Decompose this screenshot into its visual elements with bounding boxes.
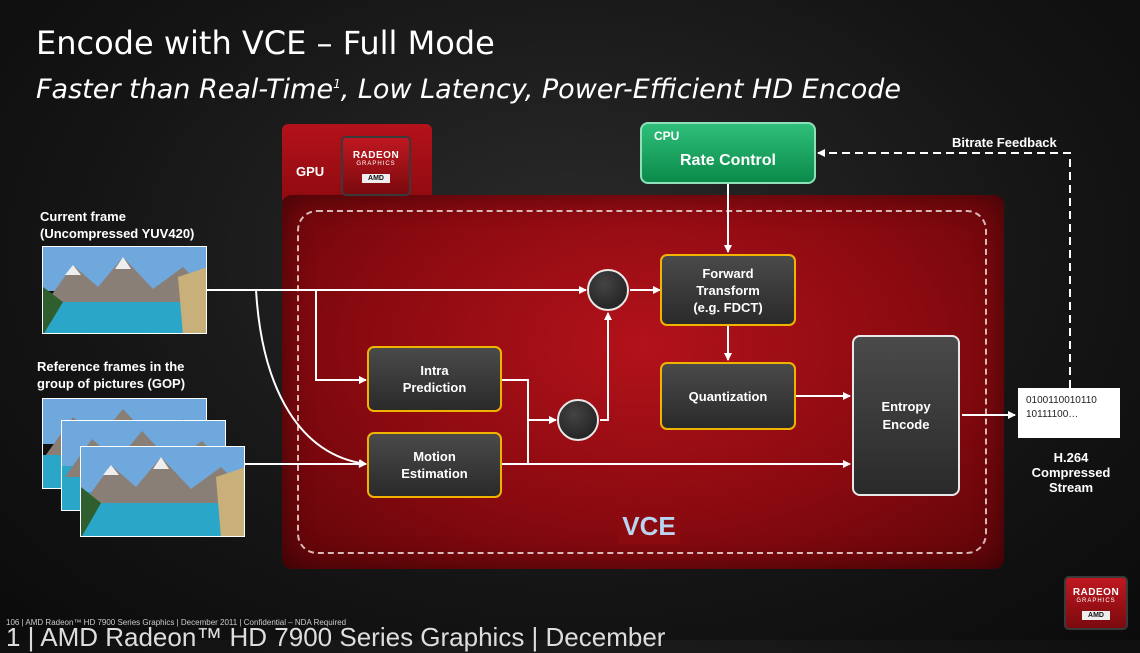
vce-label: VCE [618, 508, 680, 544]
badge-brand: RADEON [352, 150, 400, 161]
quantization-label: Quantization [688, 388, 768, 404]
output-label-line1: H.264 [1053, 450, 1089, 465]
motion-line2: Estimation [401, 466, 468, 481]
intra-prediction-block: Intra Prediction [367, 346, 502, 412]
current-frame-image [42, 246, 207, 334]
entropy-encode-block: Entropy Encode [852, 335, 960, 496]
wire-to-intra [315, 290, 367, 384]
motion-estimation-block: Motion Estimation [367, 432, 502, 498]
cpu-label: CPU [654, 129, 680, 143]
reference-label-line1: Reference frames in the [37, 359, 185, 374]
wire-motion-to-node [502, 420, 529, 465]
current-frame-label-line2: (Uncompressed YUV420) [40, 226, 195, 241]
entropy-line2: Encode [882, 416, 930, 432]
corner-badge-sub: GRAPHICS [1076, 598, 1116, 604]
badge-sub: GRAPHICS [356, 161, 396, 167]
radeon-badge-icon: RADEON GRAPHICS AMD [341, 136, 411, 196]
forward-transform-line3: (e.g. FDCT) [693, 299, 763, 315]
summing-node-bottom [557, 399, 599, 441]
wire-intra-to-node [502, 379, 557, 424]
output-label-line3: Stream [1048, 480, 1094, 495]
current-frame-label: Current frame (Uncompressed YUV420) [40, 208, 194, 242]
subtitle-rest: , Low Latency, Power-Efficient HD Encode [340, 74, 902, 105]
forward-transform-block: Forward Transform (e.g. FDCT) [660, 254, 796, 326]
corner-badge-vendor: AMD [1082, 611, 1110, 620]
corner-badge-brand: RADEON [1072, 587, 1120, 598]
subtitle-main: Faster than Real-Time [36, 74, 334, 105]
output-bitstream: 0100110010110 10111100… [1018, 388, 1120, 438]
output-label: H.264 Compressed Stream [1014, 450, 1128, 495]
bits-line2: 10111100… [1026, 409, 1079, 420]
footer-small-text: 106 | AMD Radeon™ HD 7900 Series Graphic… [6, 618, 347, 627]
forward-transform-line1: Forward [702, 265, 754, 281]
motion-line1: Motion [413, 449, 456, 464]
reference-frames-label: Reference frames in the group of picture… [37, 358, 185, 392]
summing-node-top [587, 269, 629, 311]
forward-transform-line2: Transform [696, 282, 760, 298]
slide-title: Encode with VCE – Full Mode [36, 24, 495, 62]
quantization-block: Quantization [660, 362, 796, 430]
output-label-line2: Compressed [1031, 465, 1111, 480]
rate-control-label: Rate Control [680, 152, 776, 169]
landscape-image-icon [81, 447, 244, 536]
slide-subtitle: Faster than Real-Time1, Low Latency, Pow… [36, 74, 901, 105]
intra-line1: Intra [420, 363, 449, 378]
badge-vendor: AMD [362, 174, 390, 183]
corner-radeon-badge-icon: RADEON GRAPHICS AMD [1064, 576, 1128, 630]
vce-region [297, 210, 987, 554]
reference-label-line2: group of pictures (GOP) [37, 376, 186, 391]
bitrate-feedback-label: Bitrate Feedback [952, 135, 1057, 150]
wire-node-to-sum [600, 312, 612, 421]
wire-frame-to-motion [255, 289, 367, 468]
landscape-image-icon [43, 247, 206, 333]
gpu-label: GPU [296, 164, 325, 179]
current-frame-label-line1: Current frame [40, 209, 126, 224]
subtitle-footnote-mark: 1 [333, 77, 341, 91]
intra-line2: Prediction [402, 380, 467, 395]
wire-bitrate-feedback [817, 149, 1071, 388]
bits-line1: 0100110010110 [1026, 395, 1097, 406]
reference-frame-image-3 [80, 446, 245, 537]
rate-control-block: CPU Rate Control [640, 122, 816, 184]
entropy-line1: Entropy [881, 398, 931, 414]
